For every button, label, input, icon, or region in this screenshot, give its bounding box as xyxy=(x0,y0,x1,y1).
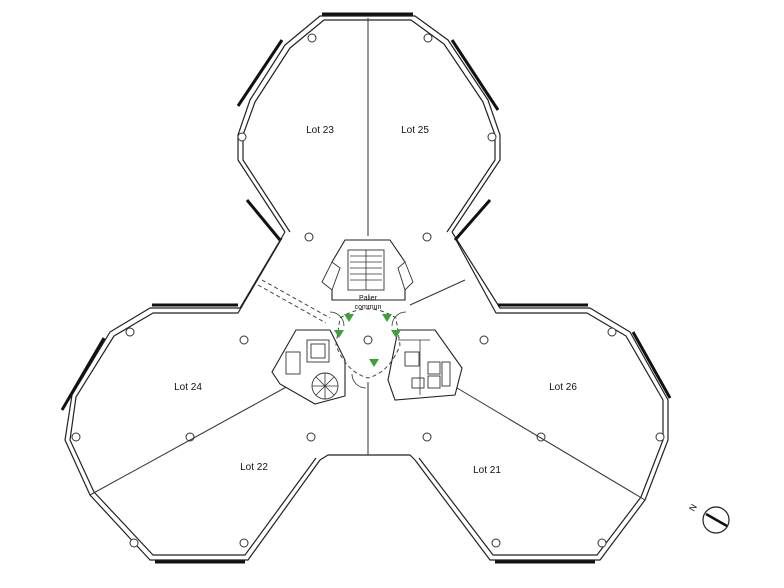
common-landing: Palier commun xyxy=(335,295,401,379)
lift-core xyxy=(271,329,346,405)
entrance-arrow-icon xyxy=(382,314,392,322)
doors xyxy=(329,311,407,389)
lot-24-label: Lot 24 xyxy=(174,382,202,393)
lot-26-label: Lot 26 xyxy=(549,382,577,393)
north-compass: N xyxy=(687,502,730,534)
landing-label-line1: Palier xyxy=(359,295,378,302)
lot-labels: Lot 23 Lot 25 Lot 24 Lot 26 Lot 22 Lot 2… xyxy=(174,125,577,476)
entrance-arrow-icon xyxy=(391,330,401,338)
interior-columns xyxy=(185,232,546,442)
lot-21-label: Lot 21 xyxy=(473,465,501,476)
entrance-arrow-icon xyxy=(344,314,354,322)
landing-label-line2: commun xyxy=(355,304,382,311)
entrance-arrow-icon xyxy=(369,359,379,367)
building-outline xyxy=(60,12,672,564)
stair-core xyxy=(321,239,414,301)
entrance-arrow-icon xyxy=(334,330,344,338)
sanitary-core xyxy=(387,329,463,401)
lot-partitions xyxy=(89,18,646,501)
perimeter-columns xyxy=(71,33,665,548)
lot-25-label: Lot 25 xyxy=(401,125,429,136)
entrance-arrows xyxy=(334,314,401,367)
lot-22-label: Lot 22 xyxy=(240,462,268,473)
lot-23-label: Lot 23 xyxy=(306,125,334,136)
compass-north-letter: N xyxy=(687,502,699,513)
